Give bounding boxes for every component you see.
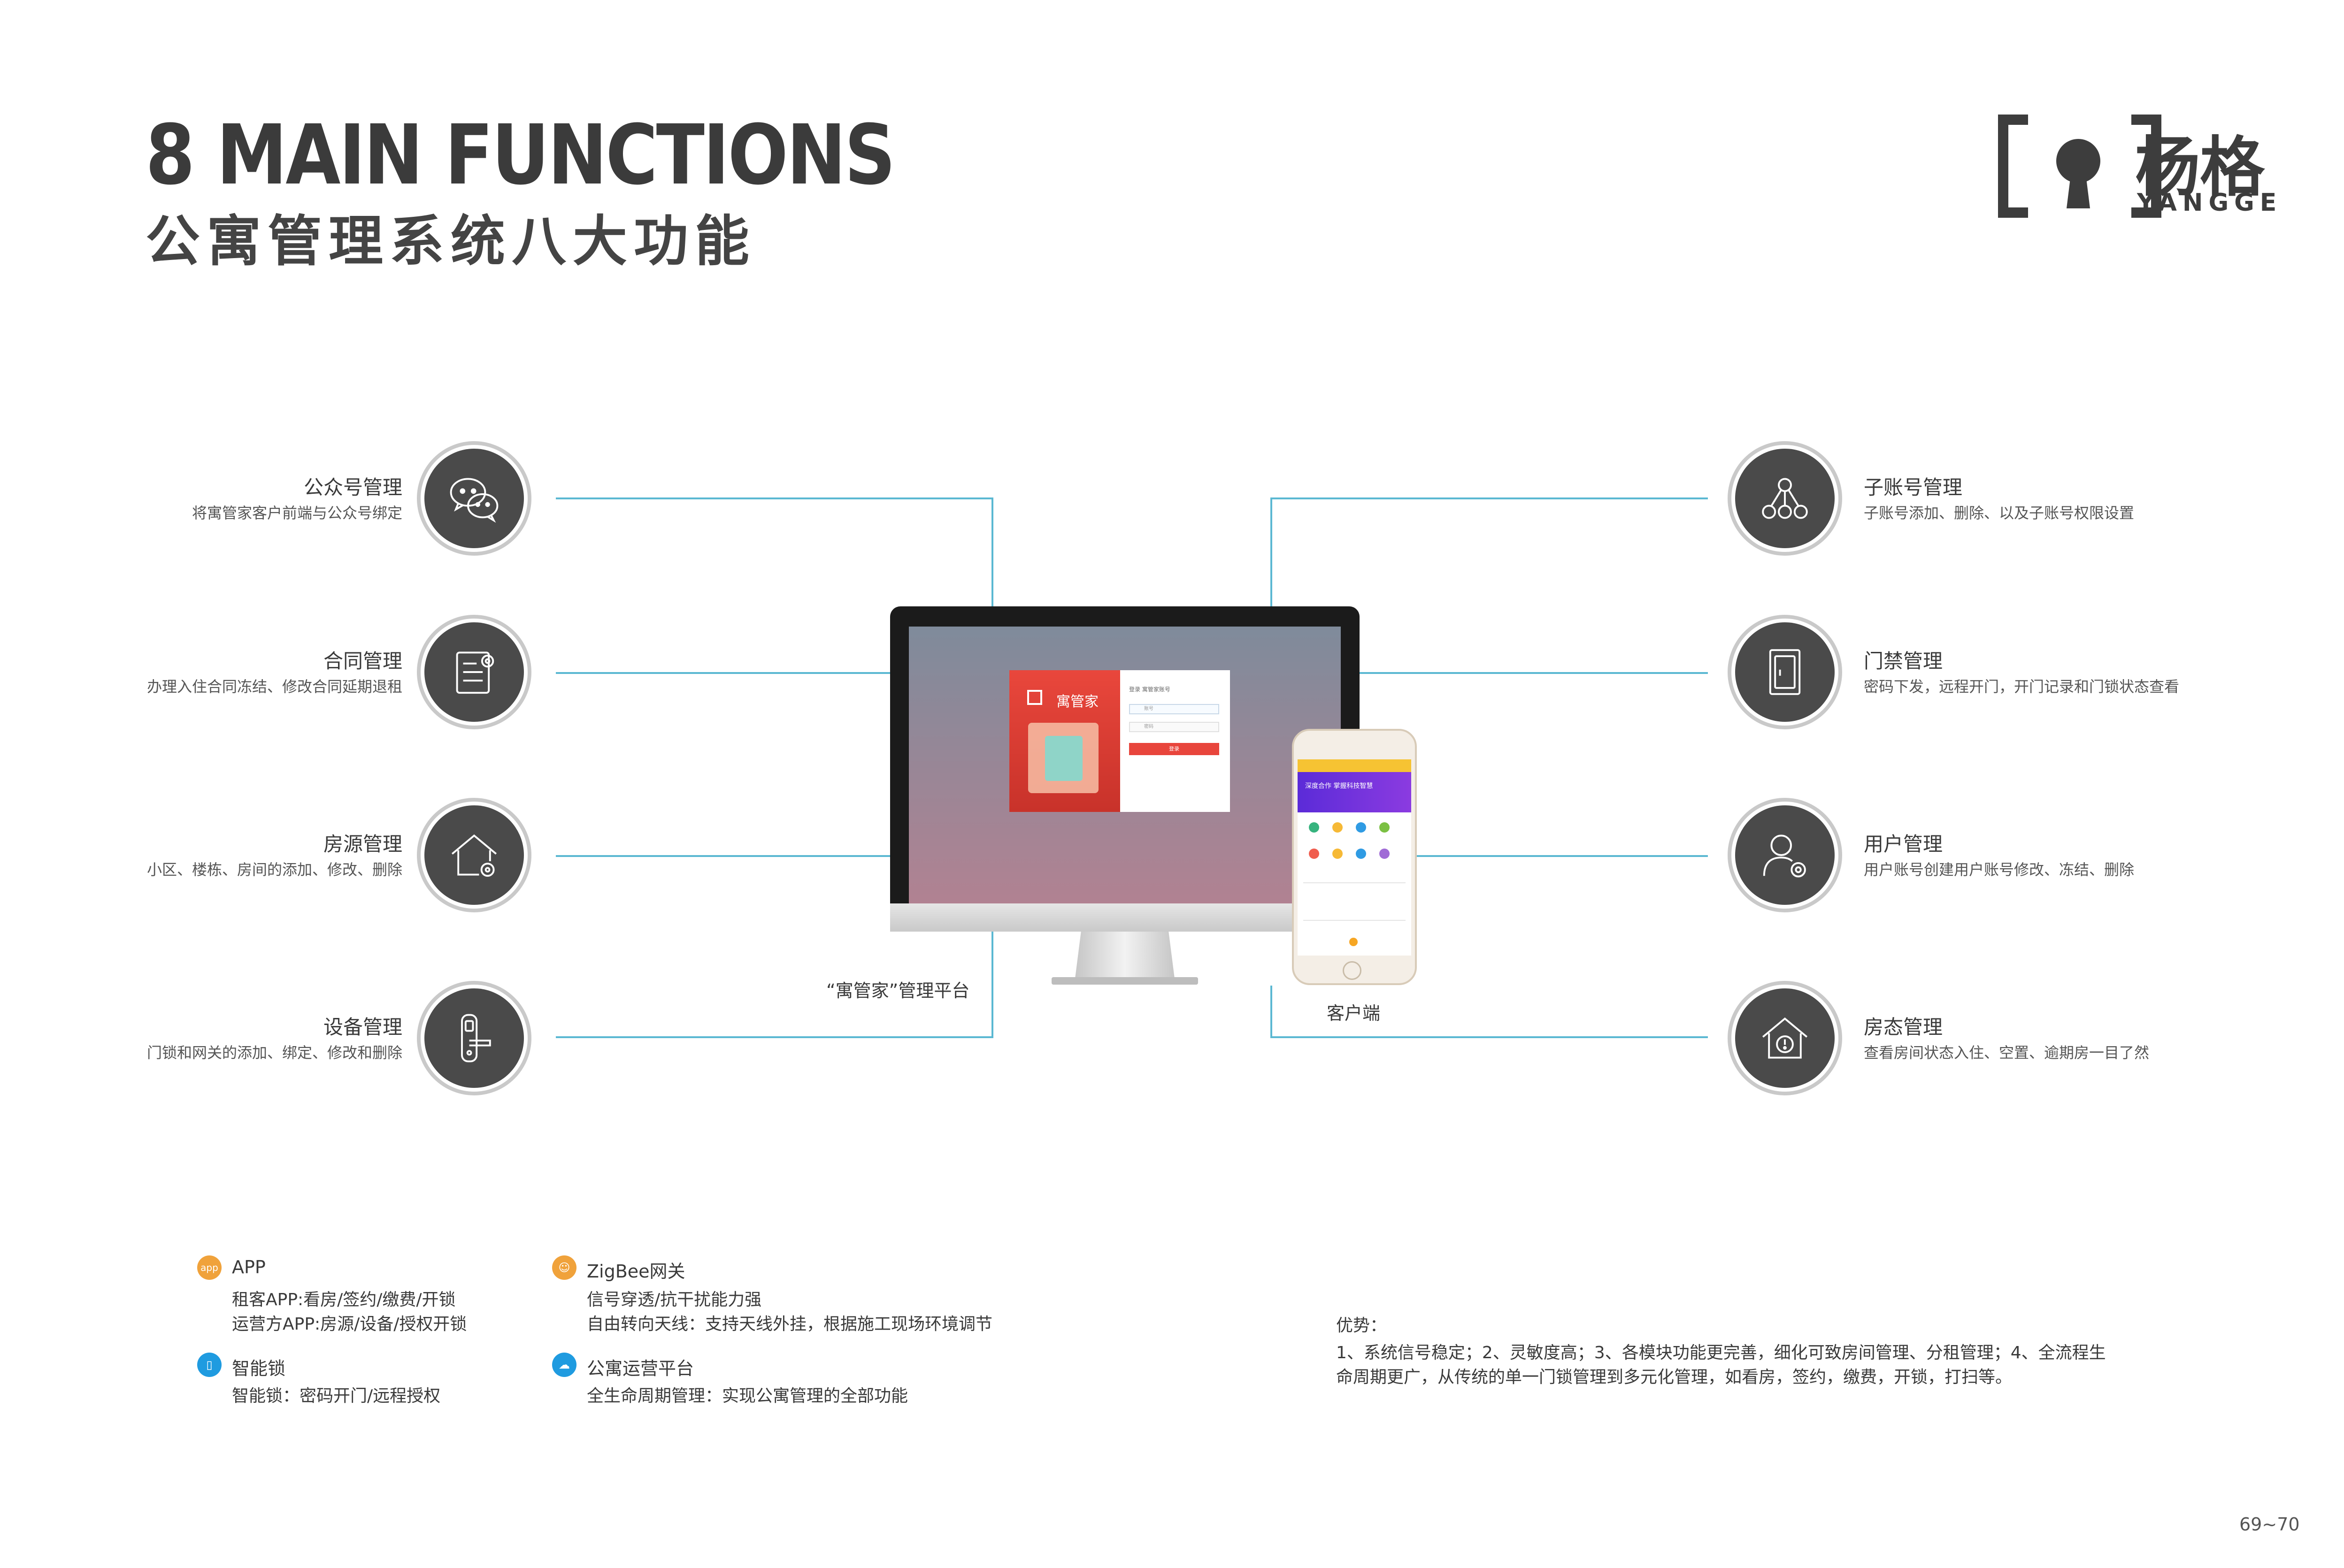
advantages-title: 优势： <box>1336 1316 1387 1335</box>
advantages-line: 命周期更广，从传统的单一门锁管理到多元化管理，如看房，签约，缴费，开锁，打扫等。 <box>1336 1368 2013 1387</box>
building-icon <box>1027 690 1042 705</box>
feature-line: 全生命周期管理：实现公寓管理的全部功能 <box>587 1386 908 1406</box>
page-number: 69~70 <box>2239 1514 2300 1535</box>
logo-name-cn: 杨格 <box>2135 130 2265 205</box>
login-button[interactable]: 登录 <box>1129 743 1219 755</box>
function-node-contract <box>417 615 531 729</box>
connector-line <box>556 1036 993 1038</box>
app-menu-icon[interactable] <box>1332 849 1343 859</box>
phone-divider <box>1303 882 1406 883</box>
page-title-cn: 公寓管理系统八大功能 <box>146 210 756 273</box>
network-icon <box>1762 478 1808 519</box>
monitor-stand <box>1075 932 1175 979</box>
gateway-icon: ☺ <box>552 1255 576 1280</box>
connector-line <box>991 932 993 1038</box>
function-title: 子账号管理 <box>1864 476 1963 499</box>
door-lock-icon <box>461 1014 491 1063</box>
function-node-subaccount <box>1728 441 1842 556</box>
house-alert-icon <box>1762 1017 1808 1059</box>
phone-app-header <box>1298 759 1411 772</box>
function-desc: 门锁和网关的添加、绑定、修改和删除 <box>146 1044 402 1062</box>
function-node-device <box>417 981 531 1095</box>
feature-line: 信号穿透/抗干扰能力强 <box>587 1290 762 1309</box>
function-desc: 办理入住合同冻结、修改合同延期退租 <box>146 678 402 696</box>
connector-line <box>1270 986 1272 1038</box>
function-title: 房态管理 <box>1864 1016 1943 1039</box>
function-node-room-status <box>1728 981 1842 1095</box>
function-desc: 子账号添加、删除、以及子账号权限设置 <box>1864 504 2135 522</box>
login-panel-form <box>1120 670 1230 812</box>
logo-bracket-left <box>1998 115 2028 218</box>
feature-title: APP <box>232 1257 266 1277</box>
app-menu-icon[interactable] <box>1379 822 1390 833</box>
app-menu-icon[interactable] <box>1379 849 1390 859</box>
platform-label: “寓管家”管理平台 <box>826 980 970 1001</box>
connector-line <box>1270 497 1272 606</box>
app-icon: app <box>197 1255 222 1280</box>
function-title: 合同管理 <box>323 650 402 673</box>
feature-title: 智能锁 <box>232 1358 286 1379</box>
feature-line: 自由转向天线：支持天线外挂，根据施工现场环境调节 <box>587 1315 993 1334</box>
phone-tab-icon[interactable] <box>1349 938 1358 946</box>
monitor-chin <box>890 903 1360 932</box>
feature-line: 智能锁：密码开门/远程授权 <box>232 1386 441 1406</box>
wechat-icon <box>450 478 499 523</box>
feature-title: 公寓运营平台 <box>587 1358 694 1379</box>
brand-logo: 杨格 YANGGE <box>1998 115 2276 222</box>
logo-bracket-right <box>2131 115 2161 218</box>
login-password-field[interactable]: 密码 <box>1129 722 1219 732</box>
connector-line <box>1417 855 1708 857</box>
page-title-en: 8 MAIN FUNCTIONS <box>146 107 896 203</box>
connector-line <box>1270 497 1708 499</box>
app-menu-icon[interactable] <box>1356 849 1366 859</box>
function-desc: 小区、楼栋、房间的添加、修改、删除 <box>146 861 402 879</box>
house-gear-icon <box>451 834 497 877</box>
function-title: 设备管理 <box>323 1016 402 1039</box>
function-title: 房源管理 <box>323 833 402 856</box>
login-brand: 寓管家 <box>1056 694 1099 710</box>
function-node-user <box>1728 798 1842 912</box>
feature-title: ZigBee网关 <box>587 1261 685 1282</box>
phone-banner <box>1298 772 1411 812</box>
monitor-foot <box>1052 977 1198 985</box>
door-icon <box>1769 649 1801 695</box>
contract-icon <box>456 651 494 694</box>
function-desc: 查看房间状态入住、空置、逾期房一目了然 <box>1864 1044 2150 1062</box>
function-desc: 用户账号创建用户账号修改、冻结、删除 <box>1864 861 2135 879</box>
app-menu-icon[interactable] <box>1356 822 1366 833</box>
cloud-icon: ☁ <box>552 1353 576 1377</box>
function-desc: 将寓管家客户前端与公众号绑定 <box>192 504 402 522</box>
feature-line: 运营方APP:房源/设备/授权开锁 <box>232 1315 467 1334</box>
app-menu-icon[interactable] <box>1332 822 1343 833</box>
phone-banner-text: 深度合作 掌握科技智慧 <box>1305 782 1373 790</box>
logo-name-en: YANGGE <box>2137 189 2283 217</box>
login-heading: 登录 寓管家账号 <box>1129 686 1170 693</box>
app-menu-icon[interactable] <box>1309 822 1319 833</box>
connector-line <box>556 497 993 499</box>
function-node-wechat <box>417 441 531 556</box>
connector-line <box>556 672 890 674</box>
function-title: 公众号管理 <box>303 476 402 499</box>
login-username-field[interactable]: 账号 <box>1129 704 1219 714</box>
function-node-access <box>1728 615 1842 729</box>
connector-line <box>1360 672 1708 674</box>
connector-line <box>1270 1036 1708 1038</box>
advantages-line: 1、系统信号稳定；2、灵敏度高；3、各模块功能更完善，细化可致房间管理、分租管理… <box>1336 1343 2106 1362</box>
feature-line: 租客APP:看房/签约/缴费/开锁 <box>232 1290 456 1309</box>
logo-keyhole-stem <box>2067 171 2090 208</box>
client-label: 客户端 <box>1327 1003 1381 1024</box>
function-title: 门禁管理 <box>1864 650 1943 673</box>
smart-lock-icon: ▯ <box>197 1353 222 1377</box>
connector-line <box>991 497 993 606</box>
function-title: 用户管理 <box>1864 833 1943 856</box>
phone-home-button <box>1343 961 1361 980</box>
function-desc: 密码下发，远程开门，开门记录和门锁状态查看 <box>1864 678 2180 696</box>
phone-divider <box>1303 920 1406 921</box>
login-illustration-phone <box>1045 736 1083 781</box>
connector-line <box>556 855 890 857</box>
app-menu-icon[interactable] <box>1309 849 1319 859</box>
user-gear-icon <box>1763 834 1806 878</box>
function-node-property <box>417 798 531 912</box>
